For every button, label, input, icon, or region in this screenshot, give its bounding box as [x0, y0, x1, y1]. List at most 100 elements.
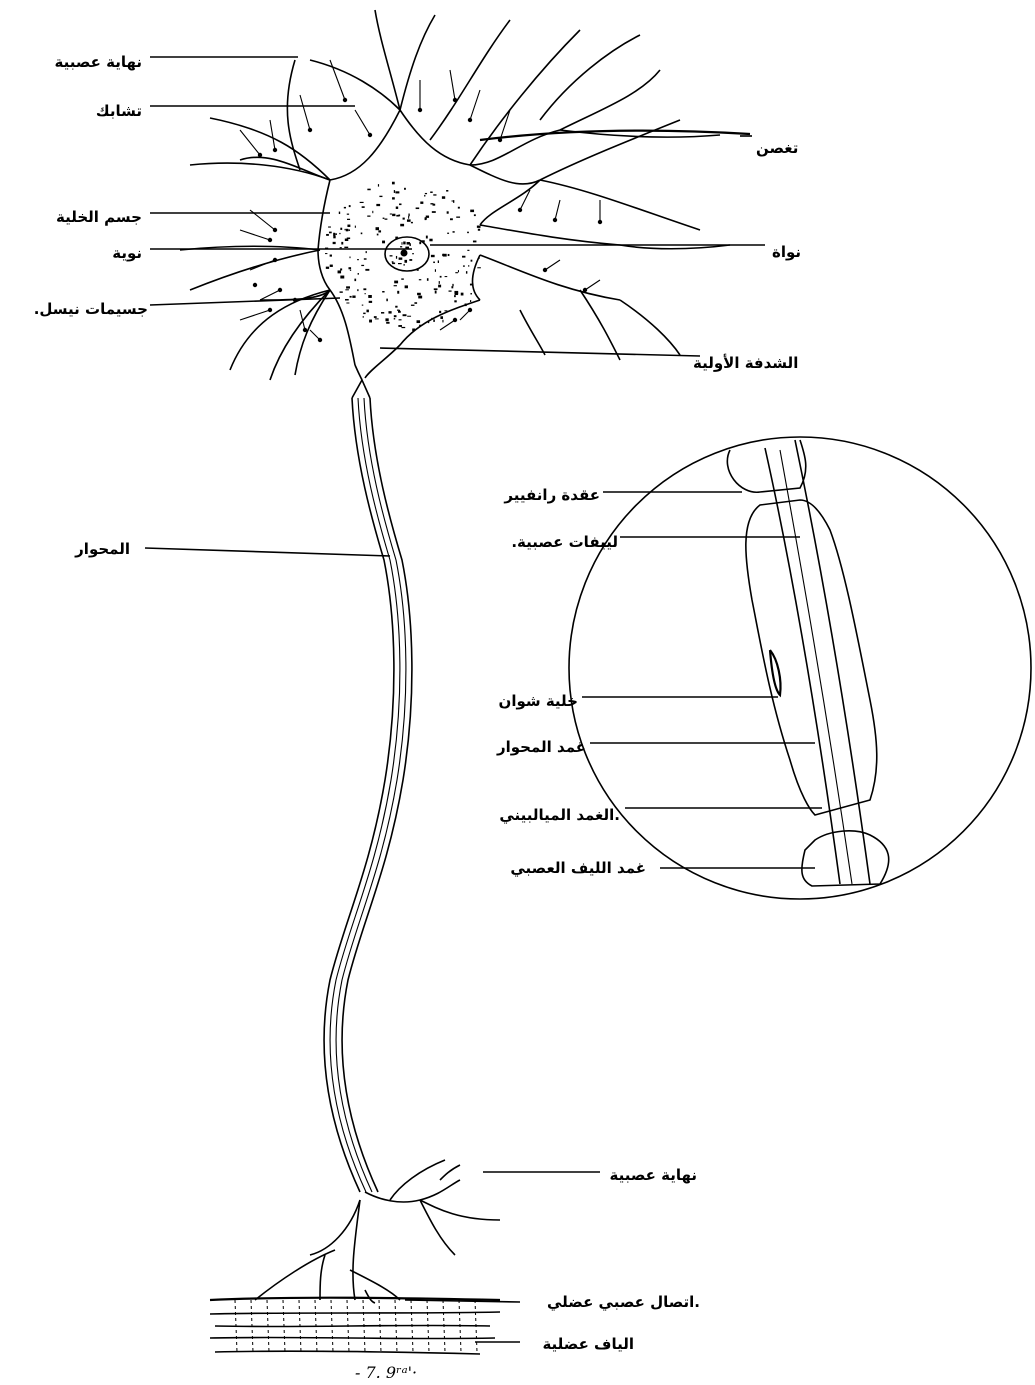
nissl-granule — [426, 236, 428, 239]
axon — [324, 380, 412, 1192]
nissl-granule — [385, 219, 388, 220]
nissl-granule — [348, 267, 351, 269]
nissl-granule — [328, 226, 331, 227]
nissl-granule — [361, 265, 364, 266]
nissl-granule — [434, 288, 438, 290]
nissl-granule — [446, 190, 448, 192]
nissl-granule — [465, 304, 467, 307]
synapse-bouton — [318, 338, 322, 342]
nissl-granule — [433, 194, 436, 195]
label-cell-body: جسم الخلية — [56, 208, 142, 226]
nissl-granule — [399, 203, 401, 205]
nissl-granule — [407, 242, 410, 245]
nissl-granule — [347, 225, 350, 227]
nissl-granule — [376, 204, 380, 206]
nissl-granule — [330, 265, 333, 267]
nissl-granule — [365, 293, 366, 294]
nissl-granule — [349, 229, 350, 231]
nissl-granule — [403, 314, 407, 316]
nissl-granule — [440, 316, 443, 319]
nissl-granule — [458, 270, 459, 272]
nissl-granule — [350, 296, 352, 298]
nissl-granule — [430, 191, 432, 192]
nissl-granule — [390, 255, 393, 256]
nissl-granule — [479, 257, 480, 259]
label-nerve-ending-top: نهاية عصبية — [55, 53, 143, 71]
nissl-granule — [378, 184, 379, 186]
nissl-granule — [447, 233, 449, 234]
nissl-granule — [340, 228, 342, 230]
leader-lines — [145, 57, 822, 1342]
nissl-granule — [419, 279, 421, 280]
synapse-bouton — [278, 288, 282, 292]
nissl-granule — [414, 302, 417, 304]
nissl-granule — [394, 318, 396, 319]
nissl-granule — [396, 256, 397, 259]
nissl-granule — [388, 311, 391, 313]
nissl-granule — [326, 267, 329, 269]
nissl-granule — [392, 261, 394, 262]
axon-terminal — [255, 1160, 500, 1303]
nissl-granule — [445, 276, 448, 277]
nissl-granule — [420, 202, 423, 204]
nissl-granule — [411, 305, 415, 306]
nissl-granule — [412, 253, 414, 254]
nissl-granule — [432, 211, 436, 213]
nissl-granule — [346, 302, 349, 303]
nissl-granule — [404, 188, 406, 190]
nissl-granule — [454, 291, 458, 294]
nissl-granule — [349, 205, 351, 207]
nissl-granule — [347, 219, 350, 220]
nissl-granule — [395, 306, 397, 308]
nissl-granule — [398, 325, 402, 327]
nissl-granule — [378, 230, 381, 232]
nissl-granule — [333, 235, 335, 238]
nucleolus-shape — [401, 250, 408, 257]
nissl-granule — [350, 270, 351, 271]
synapse-bouton — [453, 318, 457, 322]
nissl-granule — [399, 257, 403, 259]
nissl-granule — [392, 197, 395, 199]
nissl-granule — [361, 233, 363, 235]
nissl-granule — [431, 318, 432, 319]
nissl-granule — [444, 310, 447, 311]
nissl-granule — [368, 295, 372, 298]
nissl-granule — [438, 260, 439, 263]
nissl-granule — [376, 227, 379, 230]
label-nerve-ending-bottom: نهاية عصبية — [610, 1166, 698, 1184]
nissl-granule — [326, 234, 329, 236]
nissl-granule — [397, 291, 399, 294]
nissl-granule — [394, 190, 395, 193]
nissl-granule — [433, 319, 435, 322]
nissl-granule — [429, 239, 432, 242]
nissl-granule — [367, 189, 370, 191]
nissl-granule — [340, 276, 344, 279]
synapse-bouton — [418, 108, 422, 112]
nissl-granule — [401, 242, 402, 245]
label-synapse: تشابك — [96, 102, 142, 120]
nissl-granule — [439, 311, 441, 313]
nissl-granule — [401, 278, 404, 279]
nissl-granule — [363, 288, 366, 290]
nissl-granule — [431, 255, 435, 257]
nissl-granule — [394, 285, 397, 286]
nissl-granule — [339, 233, 340, 234]
synapse-bouton — [273, 228, 277, 232]
nissl-granule — [467, 250, 469, 251]
nissl-granule — [461, 293, 464, 296]
nissl-granule — [355, 226, 356, 228]
nissl-granule — [454, 300, 456, 302]
synapse-bouton — [258, 153, 262, 157]
nissl-granule — [452, 284, 453, 286]
nissl-granule — [344, 247, 348, 248]
labels-inset: عقدة رانفيير .لييفات عصبية خلية شوان غمد… — [496, 486, 700, 1353]
nissl-granule — [438, 285, 441, 288]
artist-signature: - 7. 9ʳᵃ'· — [355, 1363, 417, 1382]
label-axon-hillock: الشدفة الأولية — [693, 354, 798, 372]
nissl-granule — [428, 321, 429, 323]
nissl-granule — [419, 242, 421, 245]
synapse-bouton — [273, 148, 277, 152]
nissl-granule — [477, 267, 481, 268]
nissl-granule — [417, 320, 421, 323]
nissl-granule — [399, 310, 400, 312]
